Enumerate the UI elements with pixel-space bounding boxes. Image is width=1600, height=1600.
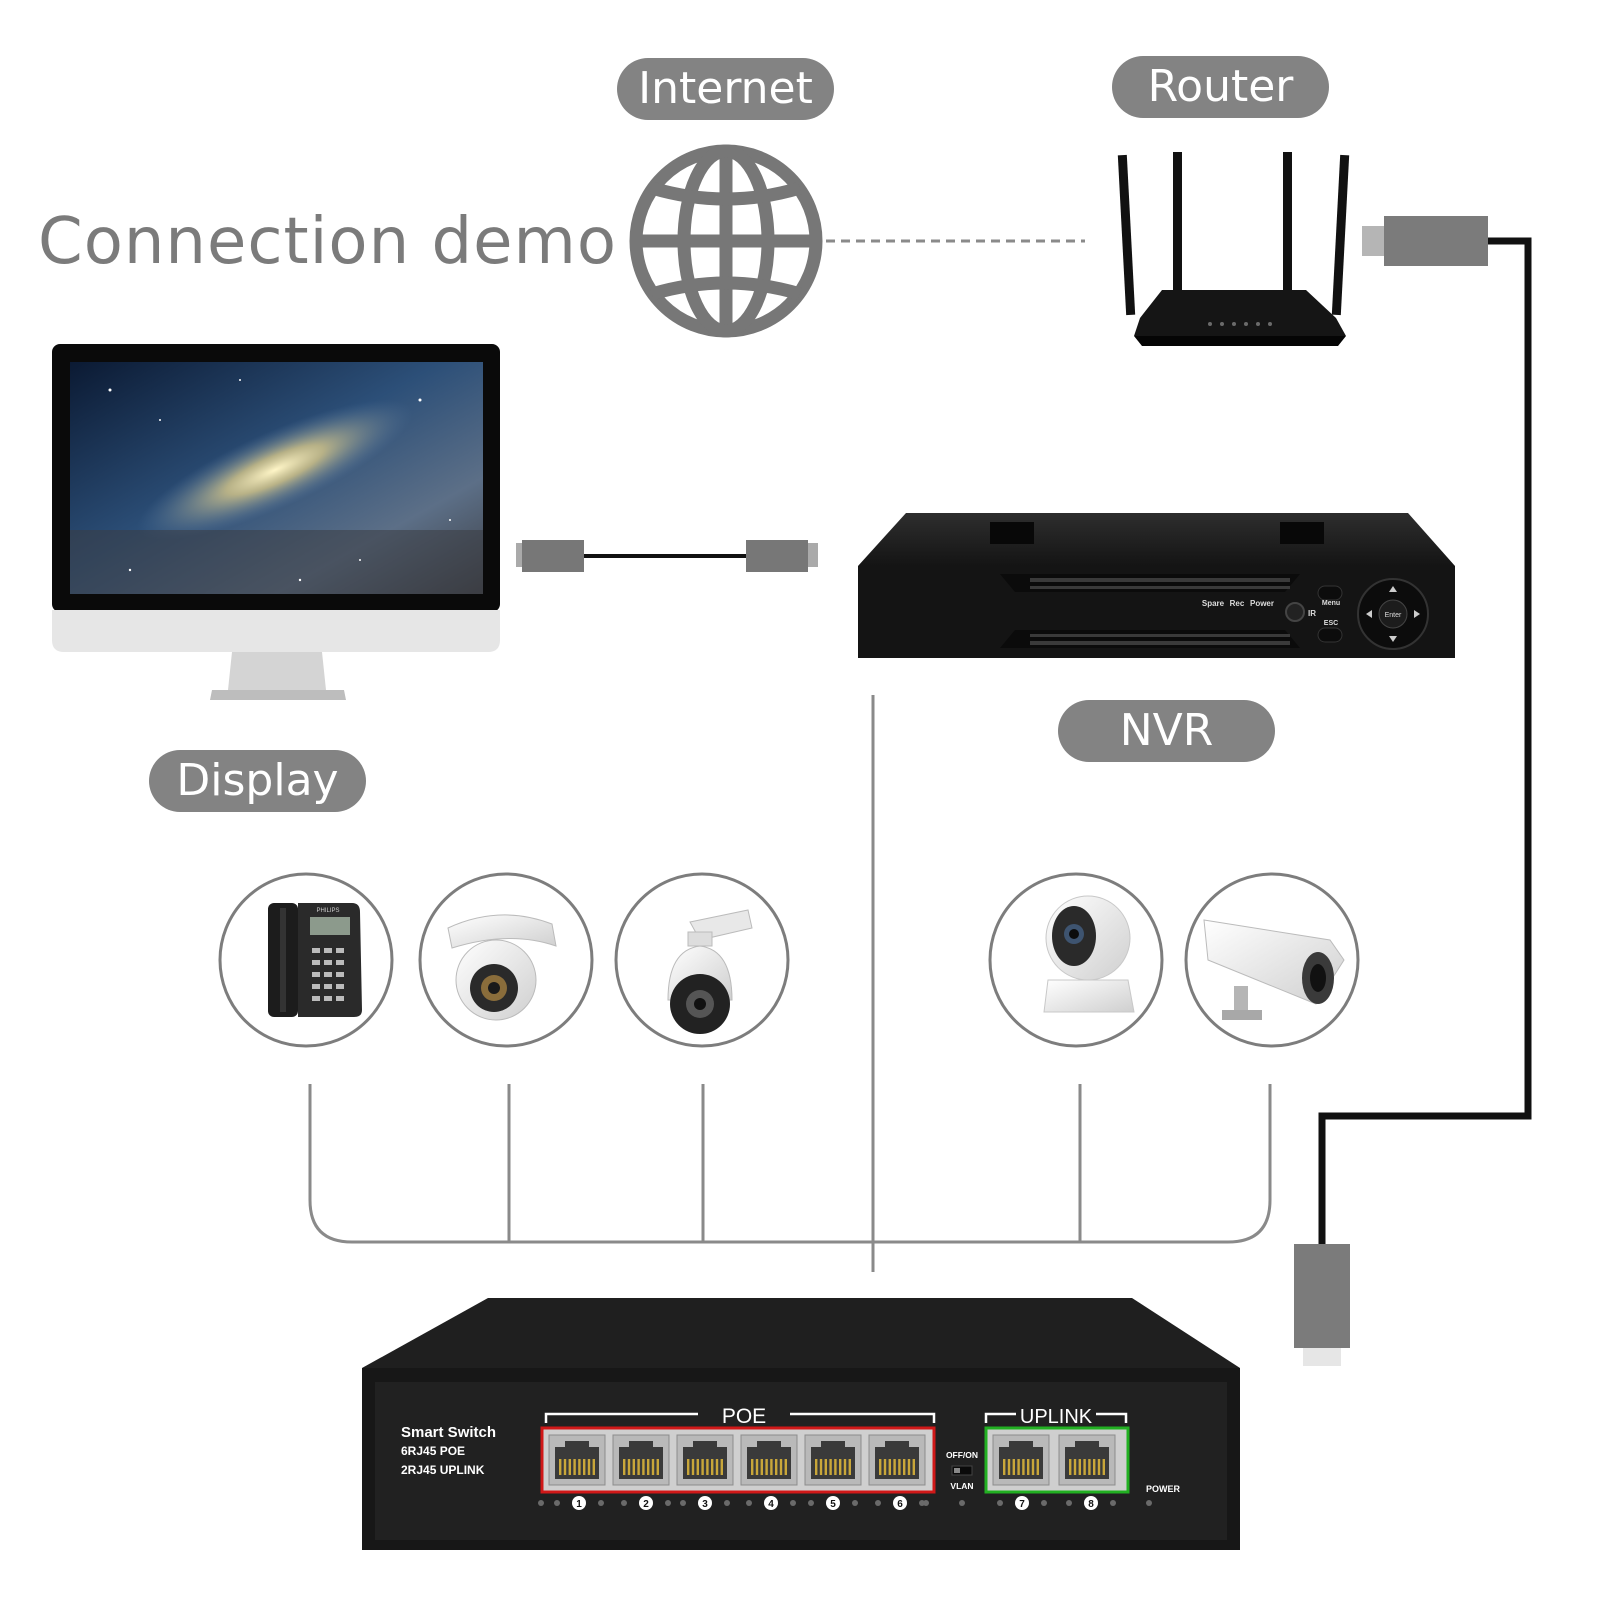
link-led-1 — [554, 1500, 560, 1506]
poe-group-bracket — [544, 1412, 936, 1423]
uplink-cable — [1294, 216, 1532, 1366]
rj45-port-7[interactable] — [992, 1434, 1050, 1486]
switch-label-line-2: 6RJ45 POE — [401, 1444, 465, 1458]
vlan-led — [959, 1500, 965, 1506]
rj45-port-5[interactable] — [804, 1434, 862, 1486]
port-number-1: 1 — [576, 1499, 582, 1510]
rj45-port-8[interactable] — [1058, 1434, 1116, 1486]
uplink-ports — [992, 1434, 1116, 1486]
ip-phone-icon: PHILIPS — [268, 903, 362, 1017]
uplink-group-label: UPLINK — [1020, 1406, 1093, 1428]
ptz-camera-icon — [667, 909, 753, 1034]
poe-led-2 — [665, 1500, 671, 1506]
port-number-badge-1 — [572, 1496, 586, 1510]
rj45-port-2[interactable] — [612, 1434, 670, 1486]
link-led-6 — [875, 1500, 881, 1506]
nvr-ir-label: IR — [1308, 609, 1316, 618]
dome-camera-icon — [447, 914, 557, 1021]
poe-led-8 — [1110, 1500, 1116, 1506]
poe-led-4 — [790, 1500, 796, 1506]
link-led-8 — [1066, 1500, 1072, 1506]
port-number-badge-8 — [1084, 1496, 1098, 1510]
router-label: Router — [1112, 56, 1329, 118]
nvr-menu-label: Menu — [1322, 600, 1340, 607]
hdmi-cable — [516, 540, 818, 572]
link-led-4 — [746, 1500, 752, 1506]
router-icon — [1117, 152, 1350, 346]
port-number-6: 6 — [897, 1499, 903, 1510]
port-number-3: 3 — [702, 1499, 708, 1510]
switch-leds — [538, 1500, 1116, 1506]
vlan-toggle[interactable] — [951, 1465, 973, 1476]
device-circles — [218, 872, 1360, 1048]
nvr-rec-label: Rec — [1230, 599, 1245, 608]
power-label: POWER — [1146, 1484, 1181, 1494]
nvr-icon: Spare Rec Power IR Menu ESC Enter — [858, 513, 1455, 658]
port-number-badge-6 — [893, 1496, 907, 1510]
port-number-4: 4 — [768, 1499, 774, 1510]
port-numbers: 1 2 3 4 5 6 7 8 — [572, 1496, 1098, 1510]
poe-led-3 — [724, 1500, 730, 1506]
switch-label-line-3: 2RJ45 UPLINK — [401, 1463, 485, 1477]
rj45-port-4[interactable] — [740, 1434, 798, 1486]
nvr-spare-label: Spare — [1202, 599, 1225, 608]
poe-led-5 — [852, 1500, 858, 1506]
poe-led-1 — [598, 1500, 604, 1506]
monitor-icon — [52, 344, 500, 700]
diagram-title: Connection demo — [38, 205, 617, 279]
display-label: Display — [149, 750, 366, 812]
link-led-7 — [997, 1500, 1003, 1506]
indoor-camera-icon — [1043, 895, 1135, 1013]
poe-ports — [548, 1434, 926, 1486]
nvr-power-label: Power — [1250, 599, 1274, 608]
vlan-switch-top-label: OFF/ON — [946, 1450, 978, 1460]
port-number-badge-5 — [826, 1496, 840, 1510]
phone-brand: PHILIPS — [316, 908, 339, 914]
port-number-8: 8 — [1088, 1499, 1094, 1510]
rj45-port-1[interactable] — [548, 1434, 606, 1486]
link-led-3 — [680, 1500, 686, 1506]
extra-led — [538, 1500, 544, 1506]
nvr-ir-window — [1285, 602, 1305, 622]
rj45-port-3[interactable] — [676, 1434, 734, 1486]
uplink-group-bracket — [984, 1412, 1128, 1423]
port-number-badge-3 — [698, 1496, 712, 1510]
port-number-2: 2 — [643, 1499, 649, 1510]
port-number-badge-2 — [639, 1496, 653, 1510]
extra-led — [923, 1500, 929, 1506]
rj45-port-6[interactable] — [868, 1434, 926, 1486]
port-number-5: 5 — [830, 1499, 836, 1510]
port-number-badge-4 — [764, 1496, 778, 1510]
internet-label: Internet — [617, 58, 834, 120]
nvr-esc-label: ESC — [1324, 620, 1338, 627]
poe-group-label: POE — [722, 1405, 766, 1428]
switch-label-line-1: Smart Switch — [401, 1424, 496, 1441]
vlan-switch-bottom-label: VLAN — [950, 1481, 973, 1491]
link-led-2 — [621, 1500, 627, 1506]
globe-icon — [629, 144, 823, 338]
port-number-7: 7 — [1019, 1499, 1025, 1510]
link-led-5 — [808, 1500, 814, 1506]
poe-led-7 — [1041, 1500, 1047, 1506]
nvr-enter-label: Enter — [1385, 612, 1402, 619]
device-distribution-lines — [308, 695, 1272, 1272]
port-number-badge-7 — [1015, 1496, 1029, 1510]
nvr-label: NVR — [1058, 700, 1275, 762]
power-led — [1146, 1500, 1152, 1506]
bullet-camera-icon — [1203, 919, 1345, 1020]
